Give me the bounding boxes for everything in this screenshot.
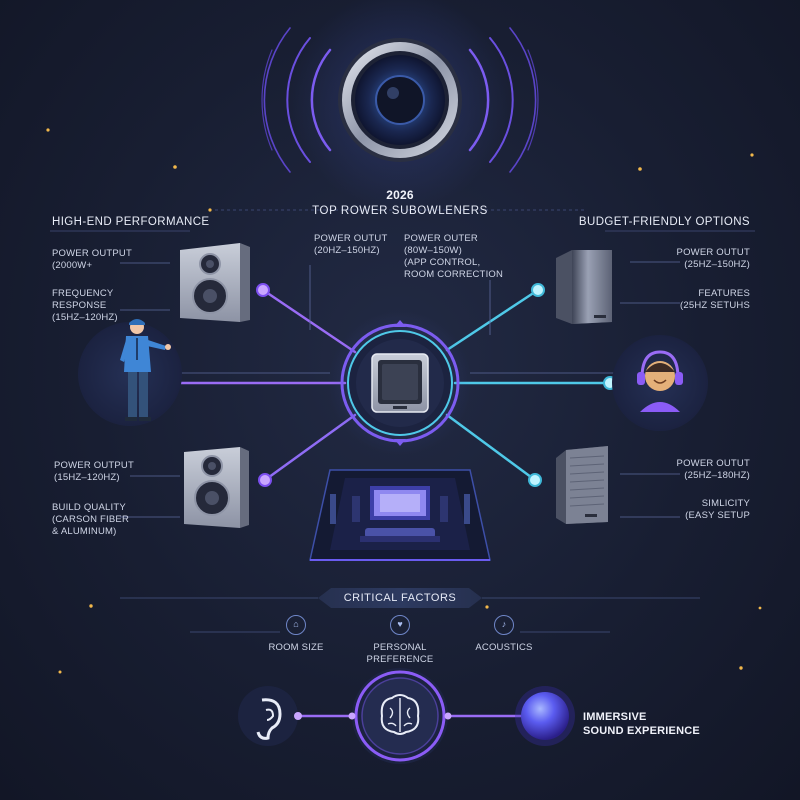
home-theater-illustration bbox=[309, 469, 491, 561]
budget-item-1: POWER OUTUT (25Hz–150Hz) bbox=[676, 247, 750, 270]
factor-acoustics: ACOUSTICS bbox=[475, 642, 533, 653]
sound-orb-icon bbox=[515, 686, 575, 746]
ear-icon bbox=[238, 686, 302, 746]
outcome-label: IMMERSIVE SOUND EXPERIENCE bbox=[583, 711, 700, 737]
high-end-item-4: BUILD QUALITY (CARSON FIBER & ALUMINUM) bbox=[52, 502, 130, 537]
acoustics-icon: ♪ bbox=[494, 615, 514, 635]
budget-speaker-bottom bbox=[556, 446, 608, 524]
room-size-icon: ⌂ bbox=[286, 615, 306, 635]
budget-heading: BUDGET-FRIENDLY OPTIONS bbox=[578, 216, 750, 228]
high-end-item-1: POWER OUTPUT (2000W+ bbox=[52, 248, 132, 271]
budget-item-3: POWER OUTUT (25Hz–180Hz) bbox=[676, 458, 750, 481]
top-subwoofer-icon bbox=[338, 38, 462, 162]
factor-room-size: ROOM SIZE bbox=[268, 642, 324, 653]
page-title: TOP ROWER SUBOWLENERS bbox=[312, 205, 488, 217]
title-year: 2026 bbox=[386, 188, 414, 202]
critical-factors-banner bbox=[318, 588, 482, 608]
high-end-heading: HIGH-END PERFORMANCE bbox=[52, 216, 210, 228]
background-stars bbox=[46, 128, 762, 674]
presenter-figure bbox=[78, 319, 182, 426]
budget-item-2: FEATURES (25Hz SETUHs bbox=[680, 288, 750, 311]
brain-icon bbox=[348, 668, 452, 764]
high-end-speaker-bottom bbox=[184, 447, 249, 528]
sound-waves bbox=[261, 27, 539, 173]
central-hub bbox=[328, 311, 472, 455]
budget-item-4: SIMLICITY (EASY SETUP bbox=[685, 498, 750, 521]
high-end-speaker-top bbox=[180, 243, 250, 322]
center-left-spec: POWER OUTUT (20Hz–150Hz) bbox=[314, 233, 388, 256]
factor-personal-preference: PERSONAL PREFERENCE bbox=[366, 642, 434, 665]
preference-icon: ♥ bbox=[390, 615, 410, 635]
hub-connectors bbox=[170, 288, 612, 482]
center-right-spec: POWER OUTER (80W–150W) (APP CONTROL, ROO… bbox=[404, 233, 504, 280]
high-end-item-3: POWER OUTPUT (15Hz–120Hz) bbox=[54, 460, 134, 483]
high-end-item-2: FREQUENCY RESPONSE (15Hz–120Hz) bbox=[52, 288, 118, 323]
headphones-user-icon bbox=[612, 335, 708, 431]
budget-speaker-top bbox=[556, 250, 612, 324]
critical-factors-label: CRITICAL FACTORS bbox=[343, 592, 457, 604]
